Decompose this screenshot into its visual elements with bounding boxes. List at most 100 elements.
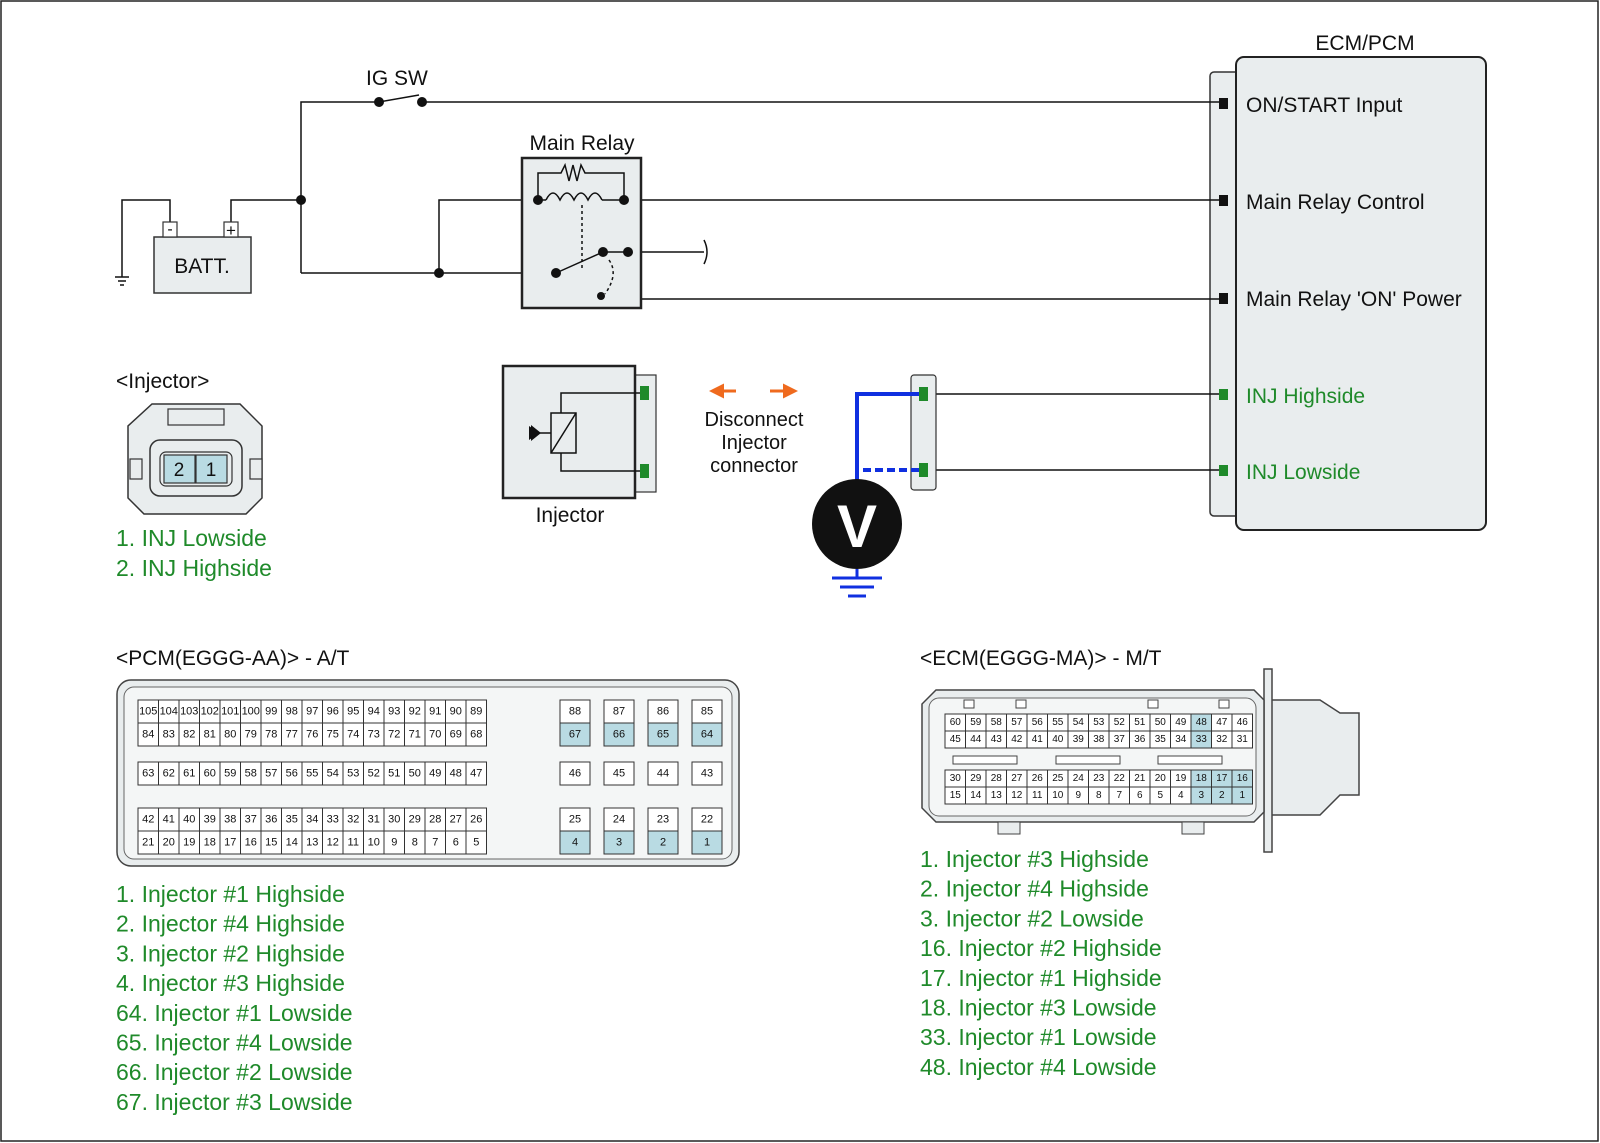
ecm-terminal <box>1219 98 1228 109</box>
pin-cell <box>559 830 591 855</box>
pin-number: 50 <box>409 768 421 780</box>
pin-number: 57 <box>1011 717 1023 728</box>
wire-break <box>703 239 708 265</box>
legend-item: 4. Injector #3 Highside <box>116 970 345 996</box>
pin-number: 37 <box>245 814 257 826</box>
pin-number: 7 <box>432 837 438 849</box>
pin-number: 45 <box>613 768 625 780</box>
pin-number: 98 <box>286 706 298 718</box>
pin-number: 26 <box>470 814 482 826</box>
pin-number: 67 <box>569 729 581 741</box>
pin-number: 77 <box>286 729 298 741</box>
legend-item: 18. Injector #3 Lowside <box>920 995 1157 1021</box>
pin-number: 1 <box>704 837 710 849</box>
legend-item: 67. Injector #3 Lowside <box>116 1089 353 1115</box>
wire <box>121 199 171 277</box>
pin-cell <box>691 830 723 855</box>
battery-minus-sign: - <box>167 221 172 238</box>
pin-number: 12 <box>1011 790 1023 801</box>
injector-legend-2: 2. INJ Highside <box>116 555 272 581</box>
ecm-conn-body <box>1270 699 1360 816</box>
pin-number: 6 <box>453 837 459 849</box>
ecm-conn-tab <box>1218 699 1230 709</box>
pin-number: 45 <box>950 734 962 745</box>
pin-number: 103 <box>180 706 198 718</box>
pin-number: 42 <box>142 814 154 826</box>
pin-number: 71 <box>409 729 421 741</box>
pin-number: 5 <box>1157 790 1163 801</box>
pin-number: 11 <box>1032 790 1043 801</box>
legend-item: 1. Injector #3 Highside <box>920 846 1149 872</box>
pin-number: 95 <box>347 706 359 718</box>
legend-item: 16. Injector #2 Highside <box>920 935 1162 961</box>
pin-number: 105 <box>139 706 157 718</box>
pin-number: 33 <box>1196 734 1208 745</box>
disconnect-line-1: Disconnect <box>705 409 804 431</box>
pin-number: 21 <box>142 837 154 849</box>
pin-number: 27 <box>450 814 462 826</box>
injector-solenoid-diag <box>550 412 577 454</box>
pin-number: 43 <box>991 734 1003 745</box>
pin-number: 35 <box>286 814 298 826</box>
pin-number: 27 <box>1011 773 1023 784</box>
legend-item: 3. Injector #2 Highside <box>116 940 345 966</box>
ecm-title: ECM/PCM <box>1315 32 1414 55</box>
pin-number: 47 <box>470 768 482 780</box>
pin-number: 30 <box>950 773 962 784</box>
pin-number: 51 <box>388 768 400 780</box>
pin-number: 33 <box>327 814 339 826</box>
ecm-terminal <box>1219 389 1228 400</box>
pin-number: 46 <box>1237 717 1249 728</box>
pin-number: 48 <box>450 768 462 780</box>
pin-number: 18 <box>204 837 216 849</box>
wire <box>230 199 301 228</box>
injector-label: Injector <box>536 504 605 527</box>
relay-node <box>533 195 543 205</box>
pin-number: 11 <box>348 837 359 849</box>
pin-number: 28 <box>991 773 1003 784</box>
pin-number: 6 <box>1137 790 1143 801</box>
pin-number: 42 <box>1011 734 1023 745</box>
pin-number: 88 <box>569 706 581 718</box>
pin-number: 28 <box>429 814 441 826</box>
pin-number: 40 <box>183 814 195 826</box>
ecm-pin-on-start: ON/START Input <box>1246 94 1403 117</box>
pin-number: 43 <box>701 768 713 780</box>
pin-number: 47 <box>1216 717 1228 728</box>
injector-wire <box>560 453 640 472</box>
battery-plus-terminal <box>223 221 239 238</box>
pin-number: 22 <box>1114 773 1126 784</box>
pin-number: 20 <box>163 837 175 849</box>
disconnect-line-2: Injector <box>721 432 787 454</box>
injector-latch <box>167 408 225 426</box>
pin-number: 73 <box>368 729 380 741</box>
pin-number: 57 <box>265 768 277 780</box>
wire <box>627 252 1219 300</box>
ecm-conn-tab <box>1015 699 1027 709</box>
pin-number: 59 <box>970 717 982 728</box>
junction-dot <box>417 97 427 107</box>
pin-number: 3 <box>1198 790 1204 801</box>
pin-number: 104 <box>160 706 178 718</box>
pin-number: 34 <box>1175 734 1187 745</box>
relay-node <box>619 195 629 205</box>
pin-number: 65 <box>657 729 669 741</box>
pin-number: 52 <box>1114 717 1126 728</box>
pin-number: 14 <box>286 837 298 849</box>
pin-number: 79 <box>245 729 257 741</box>
pin-number: 49 <box>1175 717 1187 728</box>
pin-number: 3 <box>616 837 622 849</box>
ecm-pcm-module: ECM/PCM ON/START Input Main Relay Contro… <box>1209 32 1487 531</box>
ecm-pin-main-relay-control: Main Relay Control <box>1246 191 1425 214</box>
legend-item: 2. Injector #4 Highside <box>920 876 1149 902</box>
pin-number: 14 <box>970 790 982 801</box>
legend-item: 66. Injector #2 Lowside <box>116 1059 353 1085</box>
pin-number: 60 <box>950 717 962 728</box>
pin-number: 86 <box>657 706 669 718</box>
pin-number: 56 <box>1032 717 1044 728</box>
legend-item: 65. Injector #4 Lowside <box>116 1030 353 1056</box>
pin-number: 48 <box>1196 717 1208 728</box>
